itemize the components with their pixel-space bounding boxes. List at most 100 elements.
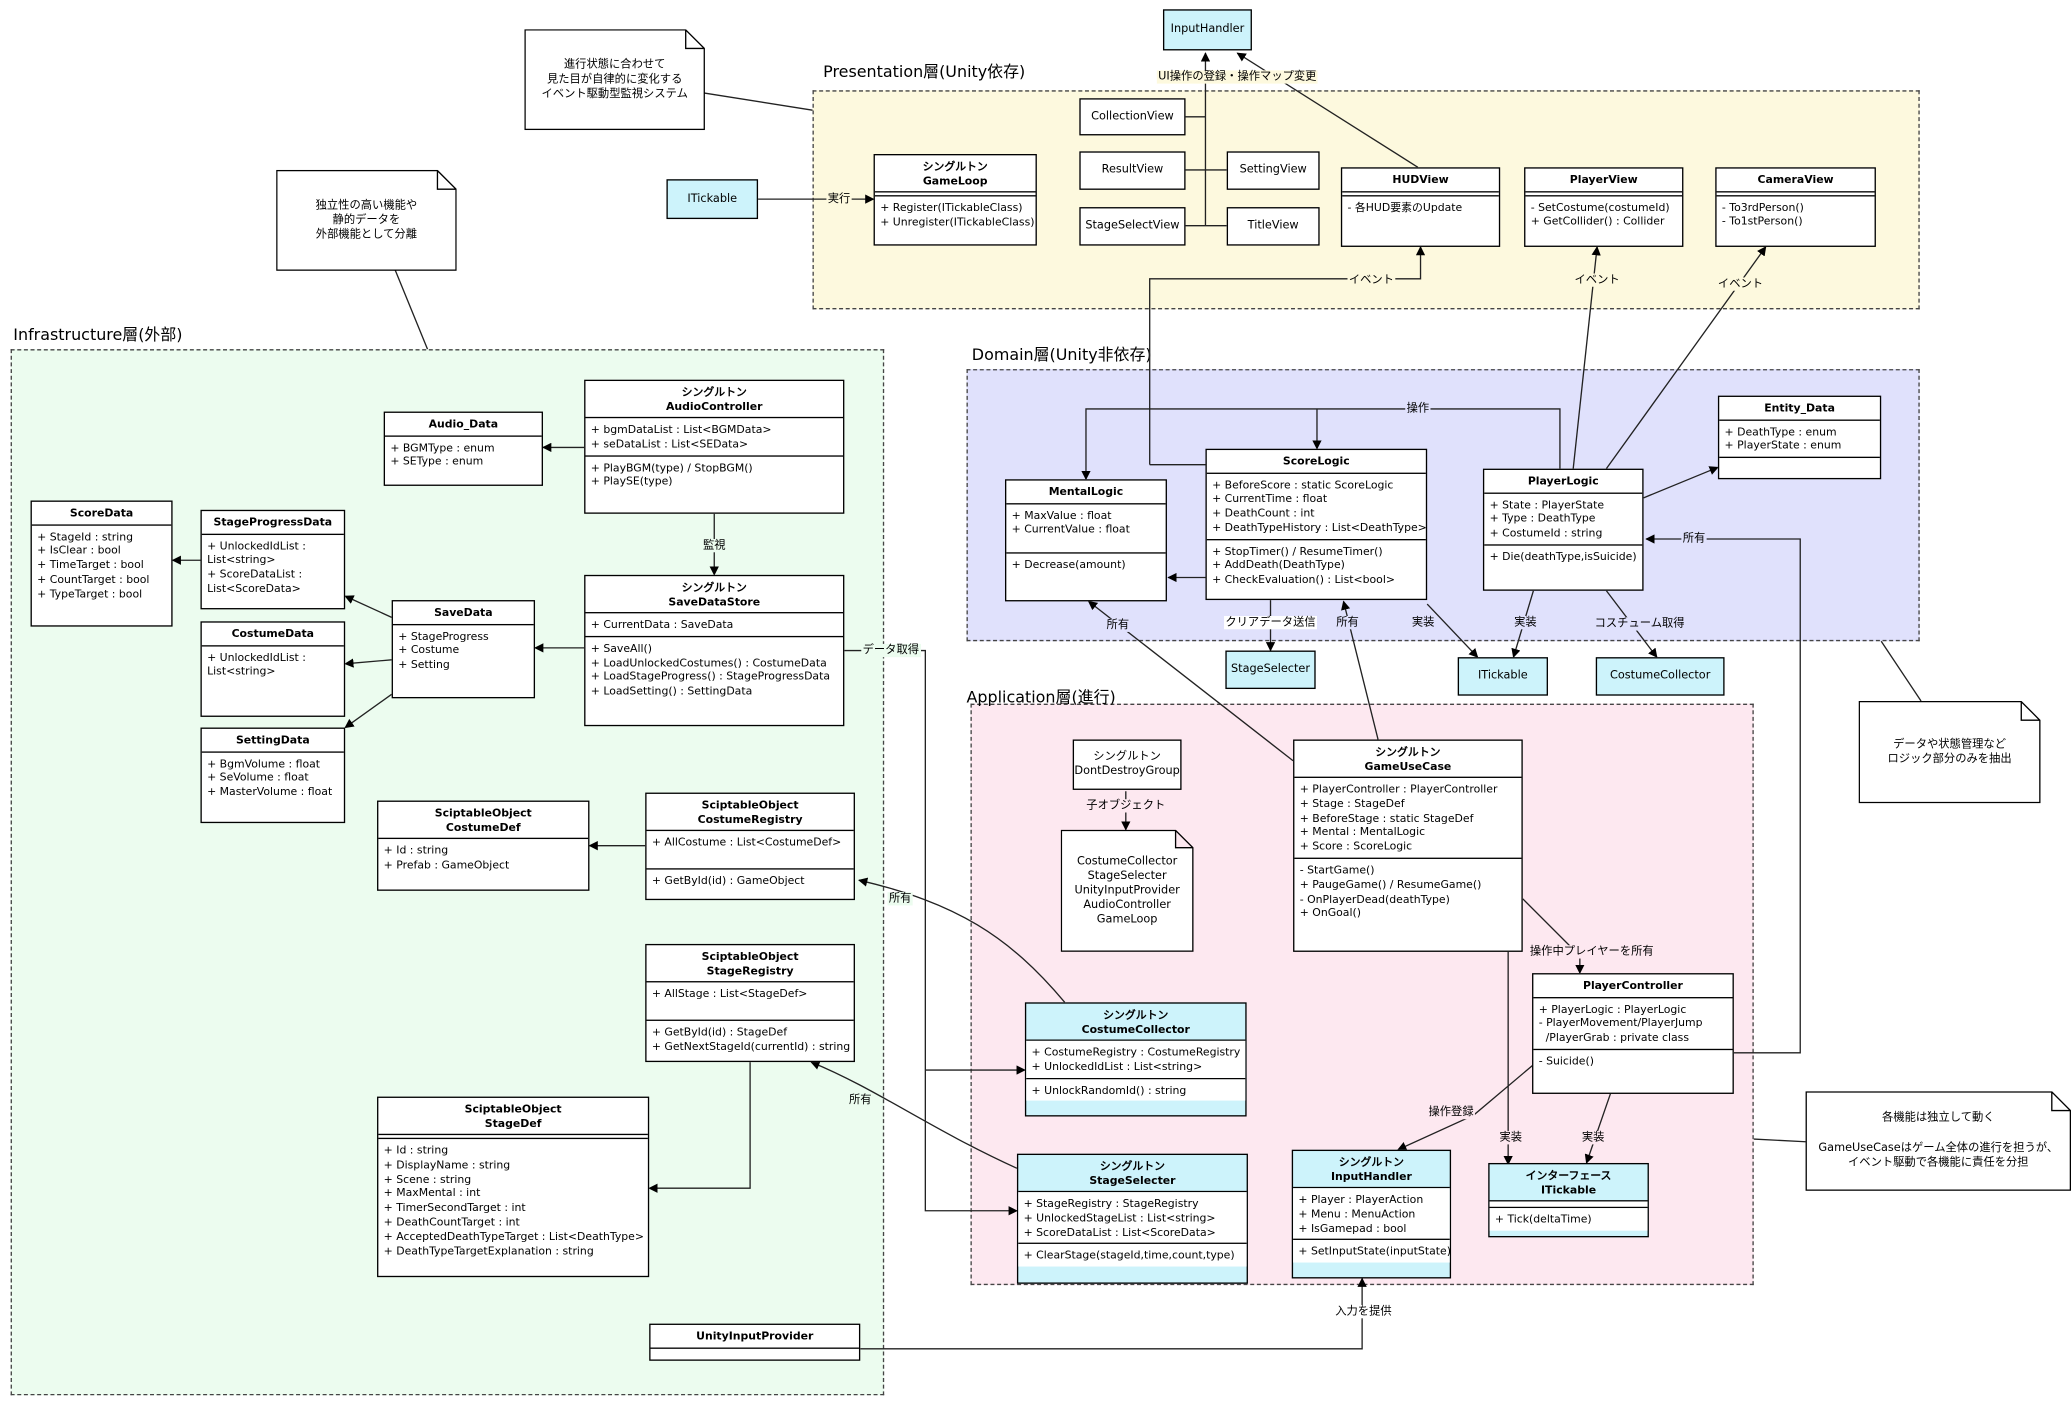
costume-collector-ref-box: CostumeCollector xyxy=(1595,657,1725,696)
stage-selecter-class: シングルトン StageSelecter + StageRegistry : S… xyxy=(1016,1153,1248,1284)
player-controller-methods: - Suicide() xyxy=(1538,1053,1594,1068)
note-external: 独立性の高い機能や 静的データを 外部機能として分離 xyxy=(276,169,457,271)
label-costume-get: コスチューム取得 xyxy=(1593,617,1686,631)
game-use-case-name: シングルトン GameUseCase xyxy=(1294,741,1522,778)
hud-view-methods: - 各HUD要素のUpdate xyxy=(1347,199,1463,214)
label-owned-player: 所有 xyxy=(1681,532,1707,546)
player-logic-methods: + Die(deathType,isSuicide) xyxy=(1489,549,1637,563)
costume-registry-fields: + AllCostume : List<CostumeDef> xyxy=(646,831,854,870)
score-logic-fields: + BeforeScore : static ScoreLogic + Curr… xyxy=(1206,473,1427,540)
domain-layer-title: Domain層(Unity非依存) xyxy=(971,345,1152,364)
audio-data-name: Audio_Data xyxy=(385,413,542,437)
entity-data-fields: + DeathType : enum + PlayerState : enum xyxy=(1719,420,1880,459)
player-view-name: PlayerView xyxy=(1525,169,1683,192)
save-data-store-name: シングルトン SaveDataStore xyxy=(585,576,844,614)
line-provide-input xyxy=(860,1277,1367,1350)
hud-view-fields xyxy=(1342,192,1499,196)
line-owned-player xyxy=(1645,534,1801,1054)
costume-data-name: CostumeData xyxy=(201,623,344,646)
label-impl-score: 実装 xyxy=(1410,616,1436,630)
note-event-system-text: 進行状態に合わせて 見た目が自律的に変化する イベント駆動型監視システム xyxy=(541,57,688,101)
label-event-camera: イベント xyxy=(1716,277,1765,291)
game-use-case-class: シングルトン GameUseCase + PlayerController : … xyxy=(1293,739,1523,952)
game-loop-methods: + Register(ITickableClass) + Unregister(… xyxy=(880,200,1035,229)
note-dont-destroy-children-text: CostumeCollector StageSelecter UnityInpu… xyxy=(1074,854,1180,927)
player-view-class: PlayerView - SetCostume(costumeId) + Get… xyxy=(1524,167,1684,247)
note-dont-destroy-children: CostumeCollector StageSelecter UnityInpu… xyxy=(1060,829,1194,952)
input-handler-class: シングルトン InputHandler + Player : PlayerAct… xyxy=(1291,1149,1452,1279)
stage-registry-methods: + GetById(id) : StageDef + GetNextStageI… xyxy=(651,1024,851,1053)
label-monitor: 監視 xyxy=(701,539,727,553)
player-logic-name: PlayerLogic xyxy=(1484,470,1643,494)
save-data-name: SaveData xyxy=(392,601,534,625)
audio-controller-name: シングルトン AudioController xyxy=(585,381,844,419)
label-impl-usecase: 実装 xyxy=(1498,1131,1524,1145)
costume-collector-name: シングルトン CostumeCollector xyxy=(1026,1004,1246,1041)
line-score-impl xyxy=(1426,603,1479,658)
label-owns-active-player: 操作中プレイヤーを所有 xyxy=(1528,945,1656,959)
audio-controller-methods: + PlayBGM(type) / StopBGM() + PlaySE(typ… xyxy=(590,460,753,488)
hud-view-class: HUDView - 各HUD要素のUpdate xyxy=(1340,167,1501,247)
save-data-fields: + StageProgress + Costume + Setting xyxy=(398,628,489,671)
score-data-name: ScoreData xyxy=(31,502,172,526)
stage-registry-class: SciptableObject StageRegistry + AllStage… xyxy=(645,943,855,1063)
collection-view-box: CollectionView xyxy=(1079,98,1186,136)
line-operation-mental xyxy=(1081,408,1561,481)
label-event-player: イベント xyxy=(1573,273,1622,287)
label-execute: 実行 xyxy=(826,192,852,206)
entity-data-name: Entity_Data xyxy=(1719,397,1880,421)
camera-view-methods: - To3rdPerson() - To1stPerson() xyxy=(1721,199,1804,228)
line-controller-impl xyxy=(1584,1093,1612,1164)
unity-input-provider-name: UnityInputProvider xyxy=(650,1325,859,1349)
costume-data-fields: + UnlockedIdList : List<string> xyxy=(207,649,306,678)
costume-def-fields: + Id : string + Prefab : GameObject xyxy=(383,843,510,871)
mental-logic-methods: + Decrease(amount) xyxy=(1011,556,1126,571)
costume-def-name: SciptableObject CostumeDef xyxy=(378,802,589,840)
label-owned-score: 所有 xyxy=(1334,616,1361,630)
game-use-case-methods: - StartGame() + PaugeGame() / ResumeGame… xyxy=(1299,862,1482,920)
input-handler-name: シングルトン InputHandler xyxy=(1293,1151,1450,1189)
costume-data-class: CostumeData + UnlockedIdList : List<stri… xyxy=(200,621,346,717)
costume-registry-class: SciptableObject CostumeRegistry + AllCos… xyxy=(645,792,855,901)
player-view-fields xyxy=(1525,192,1683,196)
application-layer-title: Application層(進行) xyxy=(966,687,1116,707)
costume-registry-name: SciptableObject CostumeRegistry xyxy=(646,794,854,832)
note-independent: 各機能は独立して動く GameUseCaseはゲーム全体の進行を担うが、 イベン… xyxy=(1805,1091,2071,1191)
save-data-store-fields: + CurrentData : SaveData xyxy=(585,613,844,637)
note-shape xyxy=(276,169,457,271)
note-line-event-system xyxy=(703,92,813,111)
label-clear-data-send: クリアデータ送信 xyxy=(1224,616,1317,630)
input-handler-fields: + Player : PlayerAction + Menu : MenuAct… xyxy=(1293,1188,1450,1241)
note-external-text: 独立性の高い機能や 静的データを 外部機能として分離 xyxy=(315,198,418,241)
result-view-box: ResultView xyxy=(1079,151,1186,190)
stage-def-class: SciptableObject StageDef + Id : string +… xyxy=(377,1096,650,1278)
score-logic-name: ScoreLogic xyxy=(1206,450,1426,474)
itickable-interface-name: インターフェース ITickable xyxy=(1489,1164,1648,1202)
costume-collector-class: シングルトン CostumeCollector + CostumeRegistr… xyxy=(1024,1002,1247,1117)
camera-view-class: CameraView - To3rdPerson() - To1stPerson… xyxy=(1715,167,1876,247)
title-view-box: TitleView xyxy=(1226,207,1320,246)
setting-data-class: SettingData + BgmVolume : float + SeVolu… xyxy=(200,727,346,824)
label-owned-registry: 所有 xyxy=(887,892,913,906)
label-owned-stage-registry: 所有 xyxy=(847,1093,873,1108)
note-shape xyxy=(1805,1091,2071,1191)
note-shape xyxy=(1858,700,2041,804)
setting-data-name: SettingData xyxy=(201,729,344,753)
line-owns-player-controller xyxy=(1522,898,1585,975)
note-line-independent xyxy=(1753,1138,1806,1143)
label-owned-mental: 所有 xyxy=(1105,618,1131,632)
itickable-interface-fields xyxy=(1489,1201,1648,1209)
unity-input-provider-body xyxy=(651,1348,859,1351)
unity-input-provider-class: UnityInputProvider xyxy=(649,1323,861,1361)
audio-controller-class: シングルトン AudioController + bgmDataList : L… xyxy=(584,379,845,514)
stage-progress-data-name: StageProgressData xyxy=(201,511,344,535)
line-save-progress xyxy=(344,595,392,618)
audio-data-fields: + BGMType : enum + SEType : enum xyxy=(390,440,495,468)
line-stage-registry-def xyxy=(648,1062,751,1193)
stage-selecter-ref-box: StageSelecter xyxy=(1225,650,1316,690)
game-loop-class: シングルトン GameLoop + Register(ITickableClas… xyxy=(873,154,1037,246)
entity-data-methods xyxy=(1719,458,1880,461)
itickable-interface-methods: + Tick(deltaTime) xyxy=(1489,1208,1648,1231)
save-data-store-methods: + SaveAll() + LoadUnlockedCostumes() : C… xyxy=(590,640,831,698)
itickable-domain-box: ITickable xyxy=(1457,657,1548,696)
